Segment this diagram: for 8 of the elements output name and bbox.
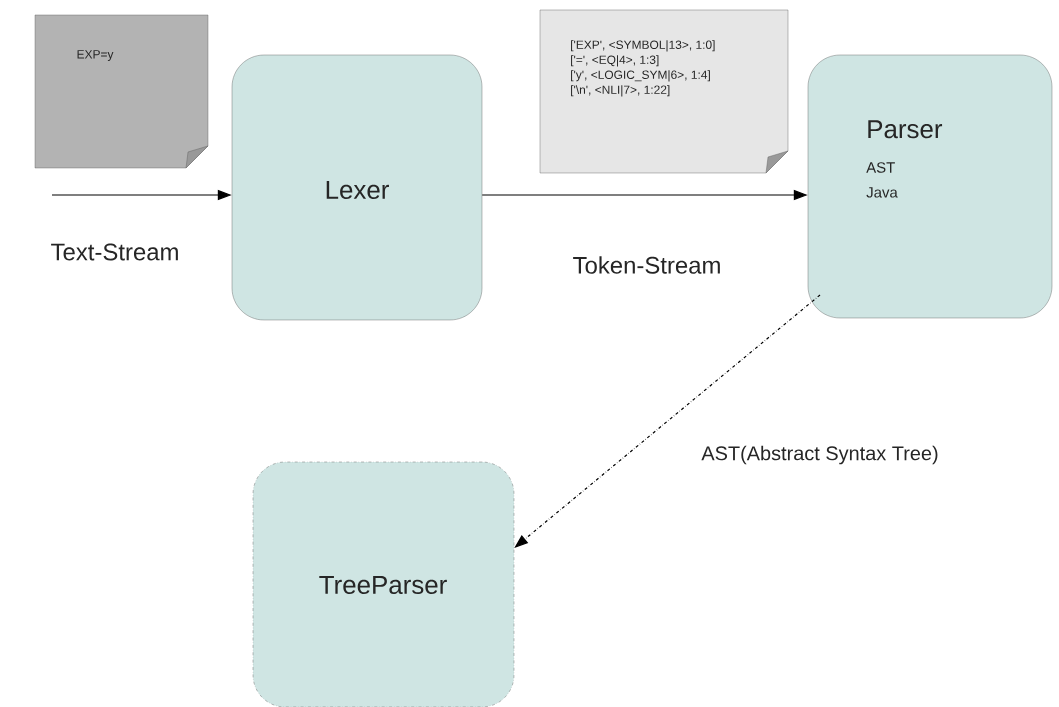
- note-box: EXP=y: [34, 14, 209, 169]
- process-box: TreeParser: [252, 461, 515, 707]
- note-box: ['EXP', <SYMBOL|13>, 1:0] ['=', <EQ|4>, 1:3] ['y', <LOGIC_SYM|6>, 1:4] ['\n', <NLI|7>, 1:22]: [539, 9, 789, 174]
- edge-label: Text-Stream: [49, 242, 181, 262]
- edge-label: Token-Stream: [571, 255, 723, 275]
- edge-label: AST(Abstract Syntax Tree): [700, 444, 940, 466]
- process-box: Parser AST Java: [807, 54, 1053, 319]
- process-box: Lexer: [231, 54, 483, 321]
